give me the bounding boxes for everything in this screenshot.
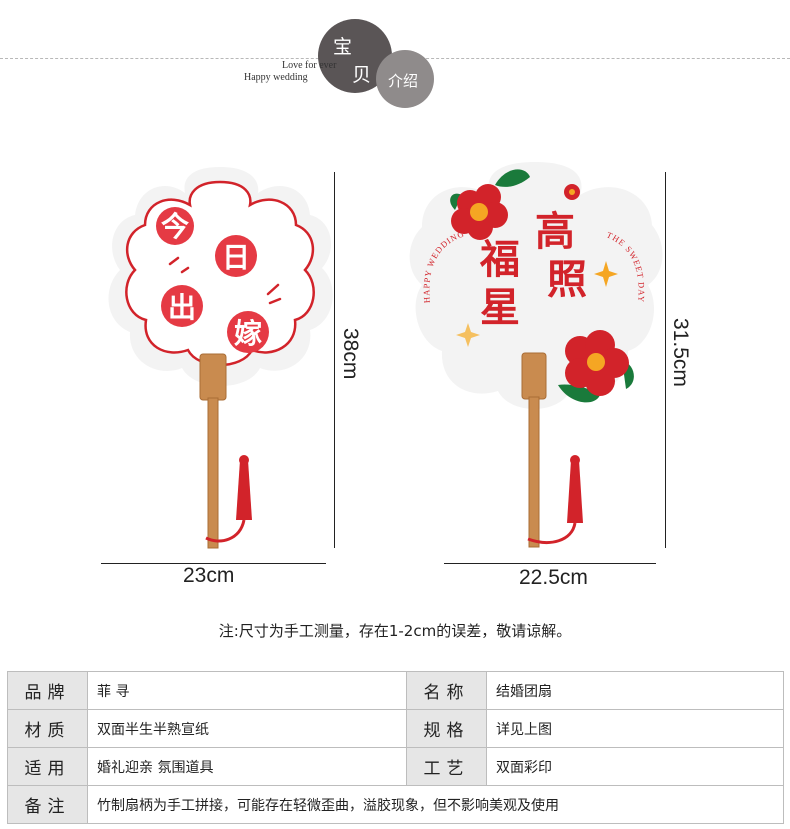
fan-left-illustration: 今 日 出 嫁: [108, 167, 333, 549]
label-spec: 规格: [406, 709, 487, 748]
label-craft: 工艺: [406, 747, 487, 786]
value-craft: 双面彩印: [486, 747, 784, 786]
header-char-bei: 贝: [352, 64, 372, 86]
table-row: 适用 婚礼迎亲 氛围道具 工艺 双面彩印: [7, 747, 784, 786]
fan-left-char-3: 出: [168, 291, 196, 324]
header-char-bao: 宝: [333, 36, 353, 58]
label-material: 材质: [7, 709, 88, 748]
value-material: 双面半生半熟宣纸: [87, 709, 407, 748]
header-en-happy: Happy wedding: [244, 72, 308, 83]
fan-right-tassel: [527, 455, 583, 544]
value-brand: 菲 寻: [87, 671, 407, 710]
fan-right-illustration: 高 照 福 星 HAPPY WEDDING THE SWEET DAY: [409, 162, 663, 548]
fan-right-char-1: 高: [535, 209, 575, 255]
fan-right-handle: [521, 352, 547, 548]
fan-right-flower-top: [450, 169, 580, 240]
fan-right-width-label: 22.5cm: [519, 566, 588, 589]
fan-right-sparkles: [456, 261, 618, 347]
value-spec: 详见上图: [486, 709, 784, 748]
fan-left-shape: [108, 167, 333, 386]
fan-left-char-2: 日: [222, 241, 250, 274]
fan-right-width-line: [444, 563, 656, 564]
fan-left-width-label: 23cm: [183, 564, 235, 587]
fan-left-height-label: 38cm: [339, 328, 362, 380]
fan-left-char-4: 嫁: [234, 317, 262, 350]
table-row: 材质 双面半生半熟宣纸 规格 详见上图: [7, 709, 784, 748]
size-note: 注:尺寸为手工测量，存在1-2cm的误差，敬请谅解。: [218, 622, 572, 640]
fan-left-text-blobs: [156, 207, 282, 353]
fan-left-height-line: [334, 172, 335, 548]
table-row: 备注 竹制扇柄为手工拼接，可能存在轻微歪曲，溢胶现象，但不影响美观及使用: [7, 785, 784, 824]
fan-right-height-line: [665, 172, 666, 548]
fan-left-tassel: [205, 455, 252, 543]
fan-right-char-4: 星: [480, 285, 520, 331]
fan-right-char-2: 照: [547, 257, 587, 303]
value-remark: 竹制扇柄为手工拼接，可能存在轻微歪曲，溢胶现象，但不影响美观及使用: [87, 785, 784, 824]
table-row: 品牌 菲 寻 名称 结婚团扇: [7, 671, 784, 710]
header-char-intro: 介绍: [388, 72, 419, 90]
fan-right-char-3: 福: [479, 237, 520, 283]
value-name: 结婚团扇: [486, 671, 784, 710]
label-remark: 备注: [7, 785, 88, 824]
header-circle-grey: [376, 50, 434, 108]
fan-right-flower-bottom: [558, 330, 634, 403]
fan-right-height-label: 31.5cm: [669, 318, 692, 387]
fan-left-handle: [199, 353, 227, 549]
product-info-table: 品牌 菲 寻 名称 结婚团扇 材质 双面半生半熟宣纸 规格 详见上图 适用 婚礼…: [7, 671, 784, 824]
value-usage: 婚礼迎亲 氛围道具: [87, 747, 407, 786]
header-en-love: Love for ever: [282, 60, 337, 71]
label-name: 名称: [406, 671, 487, 710]
fan-left-width-line: [101, 563, 326, 564]
label-usage: 适用: [7, 747, 88, 786]
fan-left-char-1: 今: [161, 210, 189, 243]
label-brand: 品牌: [7, 671, 88, 710]
